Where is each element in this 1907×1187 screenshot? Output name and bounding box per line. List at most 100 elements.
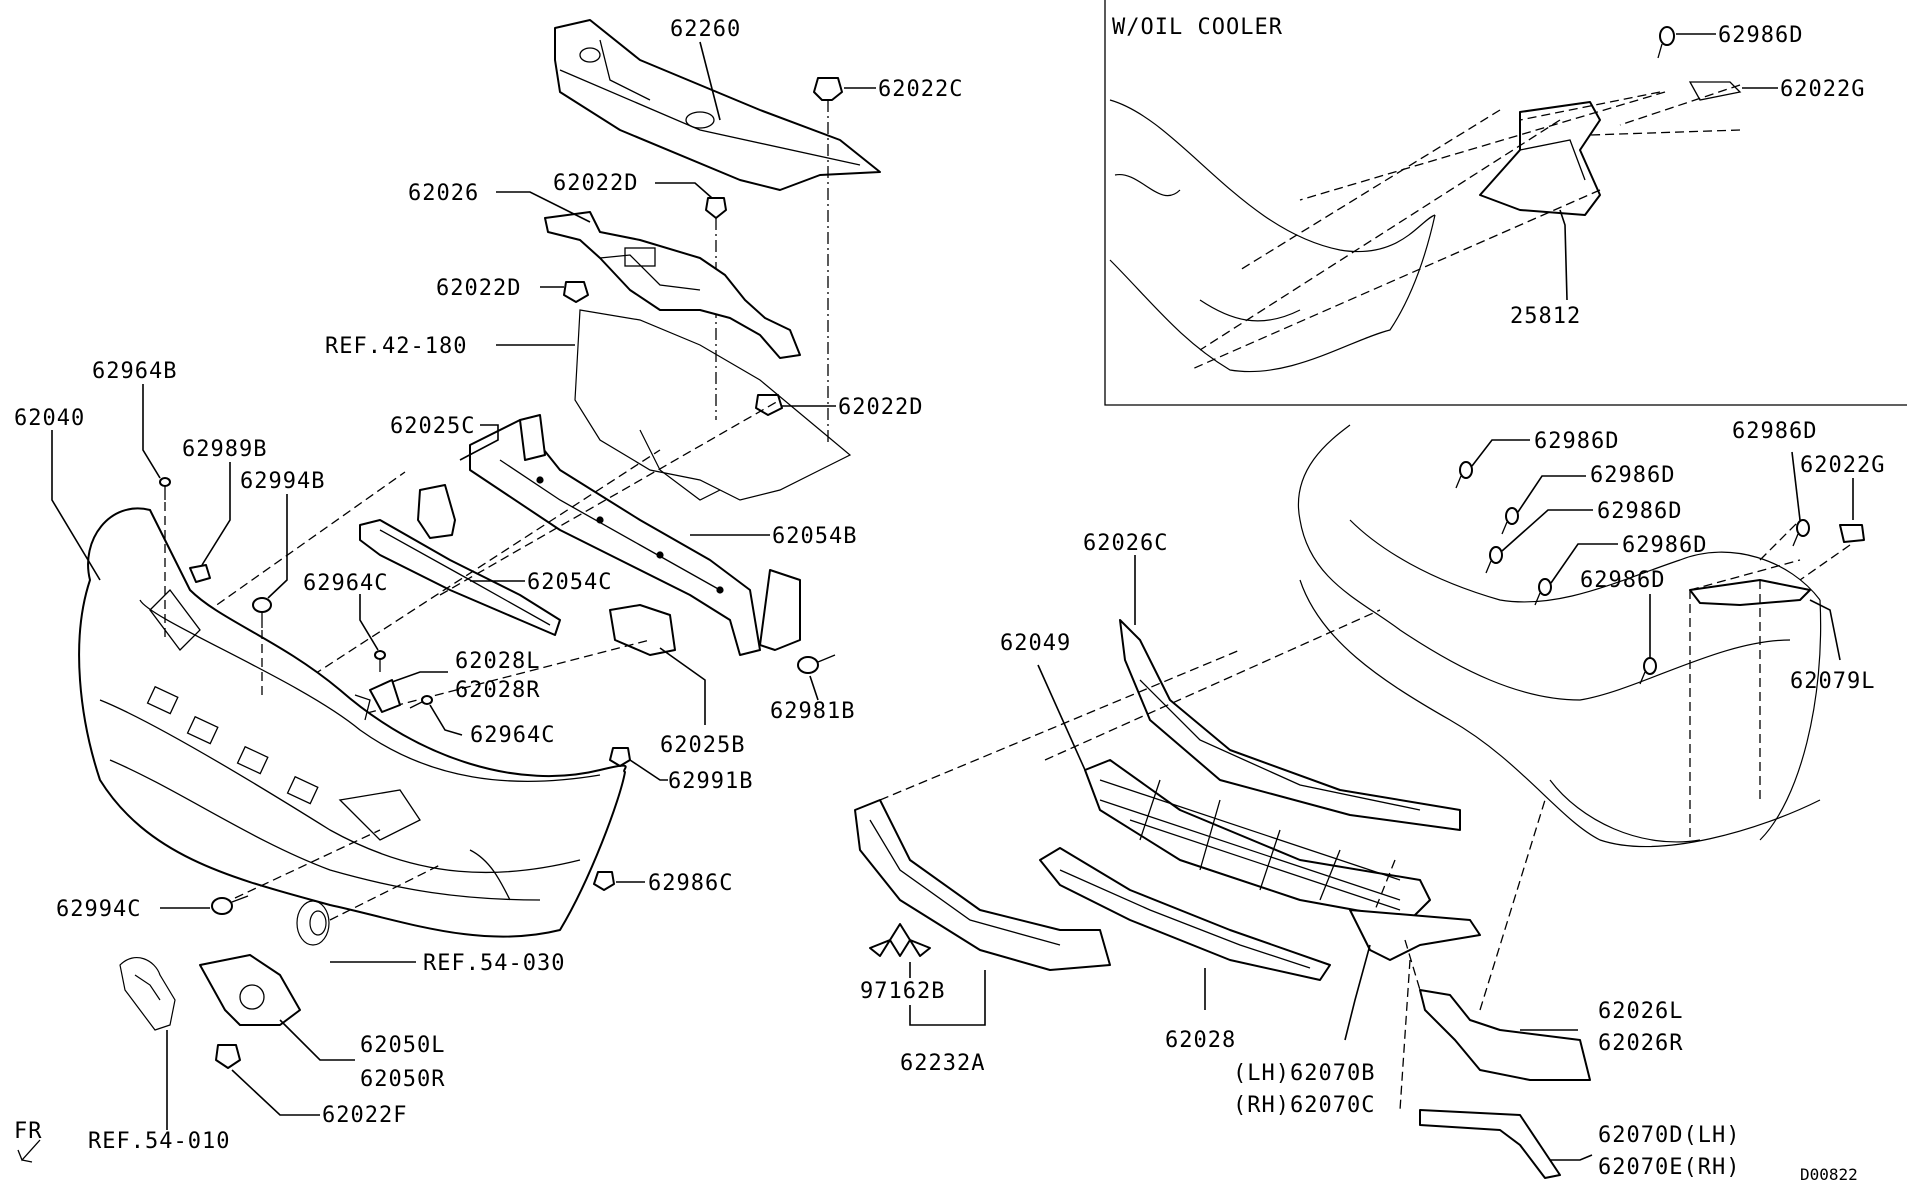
label-62028L: 62028L [455, 649, 540, 674]
label-62981B: 62981B [770, 699, 855, 724]
label-62260: 62260 [670, 17, 741, 42]
label-62232A: 62232A [900, 1051, 985, 1076]
screw-62964C-a [374, 650, 386, 672]
clip-62028LR [354, 679, 401, 721]
label-62986D-inset: 62986D [1718, 23, 1803, 48]
label-62054C: 62054C [527, 570, 612, 595]
label-62991B: 62991B [668, 769, 753, 794]
screw-62986D-inset [1657, 26, 1675, 59]
clip-62986D-4 [1534, 578, 1552, 606]
bracket-62026 [544, 211, 801, 359]
label-62994B: 62994B [240, 469, 325, 494]
screw-62964B [159, 477, 171, 500]
label-62050L: 62050L [360, 1033, 445, 1058]
clip-62022D-a [705, 197, 727, 219]
screw-62964C-b [409, 695, 433, 709]
label-62070C: (RH)62070C [1233, 1093, 1375, 1118]
label-fr: FR [14, 1119, 43, 1144]
label-62025B: 62025B [660, 733, 745, 758]
clip-62986D-2 [1501, 507, 1519, 535]
label-62986D-4: 62986D [1622, 533, 1707, 558]
label-62026R: 62026R [1598, 1031, 1683, 1056]
garnish-62026C [1119, 619, 1461, 831]
label-62022D-c: 62022D [838, 395, 923, 420]
bumper-face-62040 [78, 507, 627, 938]
clip-62022G-inset [1688, 81, 1742, 101]
label-62026: 62026 [408, 181, 479, 206]
lower-grille-62232A [854, 799, 1111, 971]
label-62986D-1: 62986D [1534, 429, 1619, 454]
clip-62022D-b [563, 281, 589, 303]
absorber-62025B [609, 604, 676, 656]
label-62022F: 62022F [322, 1103, 407, 1128]
label-62964C-b: 62964C [470, 723, 555, 748]
bolt-62994B [252, 597, 272, 628]
oil-cooler-duct [1479, 101, 1601, 216]
mesh-grille-62049 [1084, 759, 1431, 921]
label-ref-42-180: REF.42-180 [325, 334, 467, 359]
label-62079L: 62079L [1790, 669, 1875, 694]
emblem-97162B [869, 923, 931, 957]
label-97162B: 97162B [860, 979, 945, 1004]
inset-title: W/OIL COOLER [1112, 15, 1283, 40]
ref-42-180-ghost [574, 309, 852, 501]
label-62025C: 62025C [390, 414, 475, 439]
clip-62986D-1 [1455, 461, 1473, 489]
garnish-62070BC [1349, 909, 1481, 961]
ref-54-030-ghost [296, 900, 330, 946]
label-62028R: 62028R [455, 678, 540, 703]
clip-62986D-6 [1792, 519, 1810, 547]
label-25812: 25812 [1510, 304, 1581, 329]
label-62049: 62049 [1000, 631, 1071, 656]
upper-cover-62260 [554, 19, 881, 191]
reinforcement-62054B [469, 414, 801, 656]
clip-62991B [609, 747, 631, 767]
label-62986D-6: 62986D [1732, 419, 1817, 444]
label-62994C: 62994C [56, 897, 141, 922]
bolt-62994C [211, 895, 249, 915]
label-62964C-a: 62964C [303, 571, 388, 596]
clip-62022C [813, 77, 843, 101]
label-62050R: 62050R [360, 1067, 445, 1092]
label-ref-54-030: REF.54-030 [423, 951, 565, 976]
front-arrow: FR [14, 1119, 43, 1163]
label-62022D-b: 62022D [436, 276, 521, 301]
bumper-ghost-right [1297, 424, 1822, 848]
label-62070D: 62070D(LH) [1598, 1123, 1740, 1148]
label-62986C: 62986C [648, 871, 733, 896]
absorber-62025C [417, 484, 456, 539]
clip-62022G [1839, 524, 1865, 543]
bolt-62981B [797, 654, 836, 674]
label-62070E: 62070E(RH) [1598, 1155, 1740, 1180]
label-62986D-5: 62986D [1580, 568, 1665, 593]
label-62054B: 62054B [772, 524, 857, 549]
label-62986D-3: 62986D [1597, 499, 1682, 524]
moulding-62070DE [1419, 1109, 1561, 1179]
bezel-62050LR [199, 954, 301, 1026]
bracket-62054C [359, 519, 561, 636]
label-62026C: 62026C [1083, 531, 1168, 556]
duct-62079L [1689, 579, 1811, 606]
label-62022G: 62022G [1800, 453, 1885, 478]
label-62022C: 62022C [878, 77, 963, 102]
clip-62986D-5 [1639, 657, 1657, 685]
label-62022D-a: 62022D [553, 171, 638, 196]
label-ref-54-010: REF.54-010 [88, 1129, 230, 1154]
label-62989B: 62989B [182, 437, 267, 462]
skid-plate-62028 [1039, 847, 1331, 981]
clip-62989B [189, 564, 211, 583]
clip-62986D-3 [1485, 546, 1503, 574]
label-62070B: (LH)62070B [1233, 1061, 1375, 1086]
inset-oil-cooler: W/OIL COOLER 62986D 62022G 25812 [1104, 0, 1907, 406]
clip-62022F [215, 1044, 241, 1069]
label-62028: 62028 [1165, 1028, 1236, 1053]
cover-62026LR [1419, 989, 1591, 1081]
label-62026L: 62026L [1598, 999, 1683, 1024]
label-62964B: 62964B [92, 359, 177, 384]
ref-54-010-ghost [119, 957, 176, 1031]
label-62986D-2: 62986D [1590, 463, 1675, 488]
label-62040: 62040 [14, 406, 85, 431]
drawing-number: D00822 [1800, 1165, 1858, 1184]
label-62022G-inset: 62022G [1780, 77, 1865, 102]
